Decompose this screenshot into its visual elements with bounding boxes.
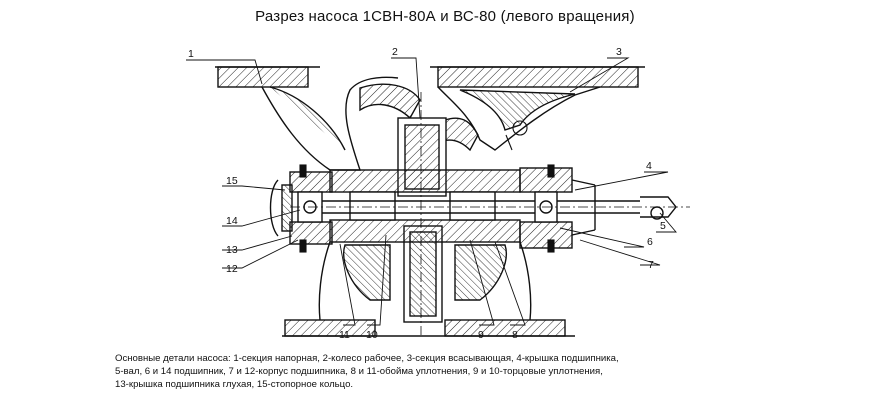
callout-7: 7 [648,259,654,271]
callout-labels: 1 2 3 4 5 6 7 8 9 10 11 12 13 14 15 [188,46,666,341]
pressure-flange-left [217,66,309,88]
foot-left [284,319,376,337]
callout-15: 15 [226,175,238,187]
foot-right [444,319,566,337]
caption-line-2: 5-вал, 6 и 14 подшипник, 7 и 12-корпус п… [115,366,603,377]
pressure-section [261,76,399,171]
pump-body [215,66,677,337]
callout-13: 13 [226,244,238,256]
callout-10: 10 [366,329,378,341]
callout-11: 11 [339,329,350,341]
bearing-cover-left [289,171,333,193]
callout-8: 8 [512,329,518,341]
parts-caption: Основные детали насоса: 1-секция напорна… [115,352,775,391]
callout-2: 2 [392,46,398,58]
callout-14: 14 [226,215,238,227]
callout-6: 6 [647,236,653,248]
leader-lines [186,57,677,326]
callout-1: 1 [188,48,194,60]
suction-section [437,86,601,151]
bolts [299,120,555,253]
callout-4: 4 [646,160,652,172]
callout-9: 9 [478,329,484,341]
callout-5: 5 [660,220,666,232]
callout-3: 3 [616,46,622,58]
caption-line-1: Основные детали насоса: 1-секция напорна… [115,353,619,364]
bearing-cover-right [519,167,573,193]
caption-line-3: 13-крышка подшипника глухая, 15-стопорно… [115,379,354,390]
callout-12: 12 [226,263,238,275]
drawing-title: Разрез насоса 1СВН-80А и ВС-80 (левого в… [255,8,635,25]
bearing-housing-right [519,221,573,249]
